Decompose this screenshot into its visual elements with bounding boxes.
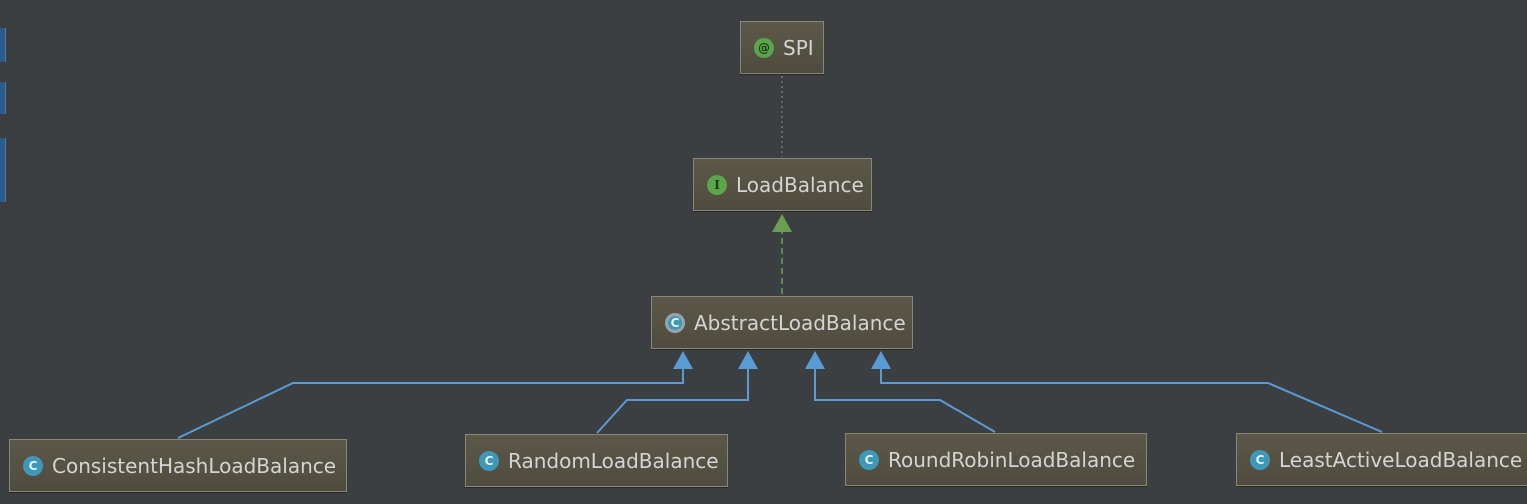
extends-arrowhead bbox=[871, 351, 891, 369]
edge-extends-least-active bbox=[880, 369, 1383, 433]
extends-arrowhead bbox=[805, 351, 825, 369]
edge-extends-consistent-hash bbox=[177, 369, 684, 439]
extends-arrowhead bbox=[738, 351, 758, 369]
extends-arrowhead bbox=[673, 351, 693, 369]
class-icon: C bbox=[23, 455, 43, 476]
offscreen-node-edge bbox=[0, 28, 6, 62]
edge-extends-round-robin bbox=[814, 369, 996, 433]
node-label: LoadBalance bbox=[736, 172, 864, 197]
edge-extends-random bbox=[596, 369, 749, 434]
node-label: RandomLoadBalance bbox=[508, 448, 719, 473]
annotation-icon: @ bbox=[754, 37, 774, 58]
class-icon: C bbox=[479, 450, 499, 471]
interface-icon: I bbox=[707, 174, 727, 195]
node-consistent-hash-load-balance[interactable]: C ConsistentHashLoadBalance bbox=[9, 439, 347, 492]
offscreen-node-edge bbox=[0, 82, 6, 114]
node-label: LeastActiveLoadBalance bbox=[1279, 447, 1523, 472]
class-icon: C bbox=[1250, 449, 1270, 470]
node-random-load-balance[interactable]: C RandomLoadBalance bbox=[465, 434, 728, 487]
node-abstract-load-balance[interactable]: C AbstractLoadBalance bbox=[651, 296, 913, 349]
node-least-active-load-balance[interactable]: C LeastActiveLoadBalance bbox=[1236, 433, 1527, 486]
offscreen-node-edge bbox=[0, 138, 6, 202]
node-label: AbstractLoadBalance bbox=[694, 310, 906, 335]
implements-arrowhead bbox=[772, 214, 792, 232]
node-label: SPI bbox=[783, 35, 814, 60]
node-round-robin-load-balance[interactable]: C RoundRobinLoadBalance bbox=[845, 433, 1147, 486]
node-label: RoundRobinLoadBalance bbox=[888, 447, 1136, 472]
node-load-balance[interactable]: I LoadBalance bbox=[693, 158, 872, 211]
node-spi[interactable]: @ SPI bbox=[740, 21, 824, 74]
node-label: ConsistentHashLoadBalance bbox=[52, 453, 337, 478]
class-icon: C bbox=[859, 449, 879, 470]
abstract-class-icon: C bbox=[665, 312, 685, 333]
